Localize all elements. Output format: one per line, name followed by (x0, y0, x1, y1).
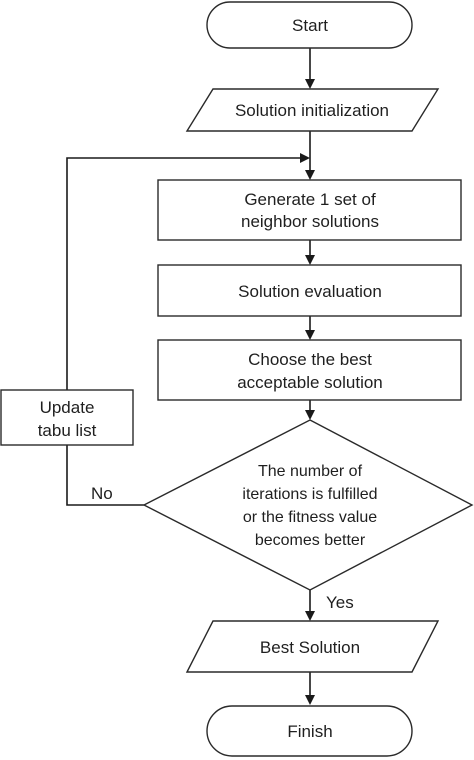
edge-no-branch (66, 445, 144, 506)
arrowhead-evaluate (305, 255, 315, 265)
generate-label-line2: neighbor solutions (241, 212, 379, 231)
yes-edge-label: Yes (326, 593, 354, 612)
decision-label-line2: iterations is fulfilled (242, 486, 377, 503)
arrowhead-choose (305, 330, 315, 340)
best-node: Best Solution (185, 620, 440, 673)
start-node: Start (206, 1, 413, 49)
arrowhead-best (305, 611, 315, 621)
choose-label-line1: Choose the best (248, 350, 372, 369)
update-node: Update tabu list (0, 389, 134, 446)
finish-label: Finish (287, 722, 332, 741)
init-node: Solution initialization (185, 88, 440, 132)
decision-diamond-shape (142, 419, 474, 591)
start-terminator-shape (206, 1, 413, 49)
edge-update-to-loop (66, 157, 301, 390)
update-label-line2: tabu list (38, 421, 97, 440)
evaluate-label: Solution evaluation (238, 282, 382, 301)
finish-node: Finish (206, 705, 413, 757)
start-label: Start (292, 16, 328, 35)
arrowhead-init (305, 79, 315, 89)
choose-node: Choose the best acceptable solution (157, 339, 462, 401)
no-edge-label: No (91, 484, 113, 503)
arrowhead-loop (300, 153, 310, 163)
update-process-shape (0, 389, 134, 446)
generate-label-line1: Generate 1 set of (244, 190, 376, 209)
best-label: Best Solution (260, 638, 360, 657)
decision-node: The number of iterations is fulfilled or… (142, 419, 474, 591)
init-label: Solution initialization (235, 101, 389, 120)
choose-label-line2: acceptable solution (237, 373, 383, 392)
arrowhead-generate (305, 170, 315, 180)
update-label-line1: Update (40, 398, 95, 417)
arrowhead-decision (305, 410, 315, 420)
choose-process-shape (157, 339, 462, 401)
edges (66, 48, 315, 705)
generate-process-shape (157, 179, 462, 241)
evaluate-node: Solution evaluation (157, 264, 462, 317)
finish-terminator-shape (206, 705, 413, 757)
init-parallelogram-shape (185, 88, 440, 132)
evaluate-process-shape (157, 264, 462, 317)
decision-label-line3: or the fitness value (243, 509, 377, 526)
arrowhead-finish (305, 695, 315, 705)
generate-node: Generate 1 set of neighbor solutions (157, 179, 462, 241)
decision-label-line4: becomes better (255, 532, 366, 549)
decision-label-line1: The number of (258, 463, 363, 480)
best-parallelogram-shape (185, 620, 440, 673)
